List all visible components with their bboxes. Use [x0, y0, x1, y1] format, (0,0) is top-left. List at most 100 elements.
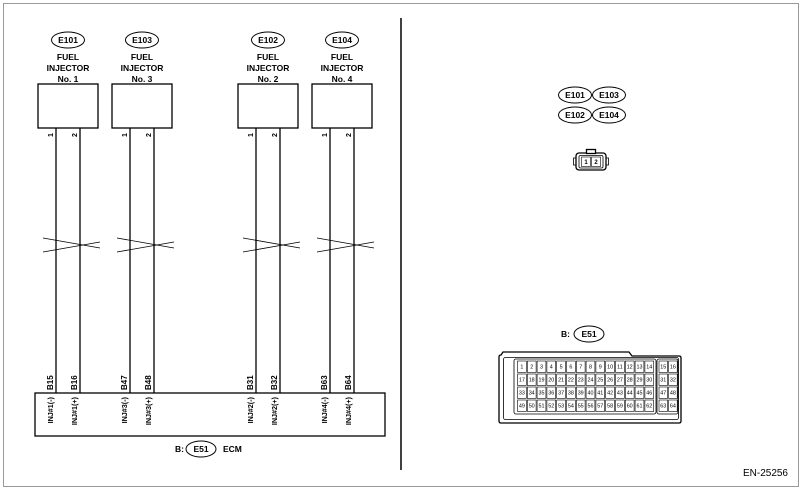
wire-break-symbol: [316, 237, 375, 253]
pin-cavity: [517, 360, 527, 373]
fuel-injector-body: [237, 83, 299, 129]
injector-name-label: INJECTOR: [321, 63, 364, 73]
pin-number-label: 54: [568, 404, 574, 410]
figure-frame: [3, 3, 799, 487]
pin-number-label: 1: [322, 133, 329, 137]
ecm-signal-label: INJ#3(-): [120, 396, 129, 423]
pin-number-label: 58: [607, 404, 613, 410]
connector-id-label: E103: [132, 35, 152, 45]
ecm-connector-pin: 9: [595, 360, 606, 373]
pin-number-label: 53: [558, 404, 564, 410]
pin-number-label: 6: [569, 365, 572, 371]
pin-number-label: 28: [627, 378, 633, 384]
connector-badge-oval: [125, 31, 159, 49]
pin-number-label: 62: [646, 404, 652, 410]
pin-cavity: [668, 386, 678, 399]
pin-cavity: [605, 373, 615, 386]
ecm-signal-label: INJ#3(+): [144, 396, 153, 425]
pin-cavity: [575, 360, 586, 373]
ecm-connector-pin: 44: [624, 386, 635, 399]
pin-number-label: 14: [646, 365, 652, 371]
pin-cavity: [668, 399, 678, 412]
connector-id-label: E51: [193, 444, 208, 454]
pin-cavity: [668, 360, 678, 373]
pin-number-label: 31: [660, 378, 666, 384]
pin-cavity: [591, 156, 601, 167]
ecm-connector-pin: 51: [536, 399, 547, 412]
ecm-connector-pin: 48: [668, 386, 678, 399]
pin-cavity: [605, 360, 615, 373]
ecm-connector-pin: 1: [517, 360, 527, 373]
ecm-connector-pin: 10: [605, 360, 615, 373]
pin-number-label: 22: [568, 378, 574, 384]
pin-cavity: [624, 399, 635, 412]
ecm-connector-pin: 5: [556, 360, 566, 373]
pin-number-label: 38: [568, 391, 574, 397]
ecm-connector-pin: 27: [615, 373, 625, 386]
injector-number-label: No. 3: [132, 74, 153, 84]
ecm-connector-pin: 58: [605, 399, 615, 412]
ecm-connector-pin: 56: [585, 399, 596, 412]
pin-number-label: 5: [560, 365, 563, 371]
pin-cavity: [624, 360, 635, 373]
ecm-connector-pin: 42: [605, 386, 615, 399]
pin-cavity: [517, 386, 527, 399]
ecm-connector-pin: 22: [566, 373, 576, 386]
pin-number-label: 1: [520, 365, 523, 371]
ecm-body: [34, 392, 386, 437]
connector-badge-oval: [51, 31, 85, 49]
pin-cavity: [517, 399, 527, 412]
pin-number-label: 64: [670, 404, 676, 410]
fuel-injector-body: [111, 83, 173, 129]
connector-badge-oval: [592, 106, 626, 124]
ecm-connector-pin: 62: [644, 399, 655, 412]
pin-number-label: 50: [529, 404, 535, 410]
pin-number-label: 59: [617, 404, 623, 410]
pin-number-label: 20: [548, 378, 554, 384]
pin-cavity: [605, 386, 615, 399]
connector-id-label: E101: [565, 90, 585, 100]
ecm-connector-pin: 37: [556, 386, 566, 399]
pin-number-label: 1: [584, 160, 588, 166]
ecm-connector-pin: 29: [634, 373, 645, 386]
pin-cavity: [575, 386, 586, 399]
pin-number-label: 2: [272, 133, 279, 137]
pin-number-label: 30: [646, 378, 652, 384]
ecm-connector-pin: 21: [556, 373, 566, 386]
pin-number-label: 26: [607, 378, 613, 384]
injector-name-label: INJECTOR: [47, 63, 90, 73]
ecm-connector-pin: 8: [585, 360, 596, 373]
ecm-connector-pin: 7: [575, 360, 586, 373]
terminal-label: B32: [270, 375, 279, 390]
pin-cavity: [556, 399, 566, 412]
pin-number-label: 1: [48, 133, 55, 137]
ecm-connector-pin: 32: [668, 373, 678, 386]
pin-cavity: [566, 399, 576, 412]
injector-number-label: No. 4: [332, 74, 353, 84]
ecm-connector-pin: 3: [536, 360, 547, 373]
ecm-connector-pin: 34: [526, 386, 537, 399]
pin-cavity: [536, 399, 547, 412]
ecm-connector-pin: 35: [536, 386, 547, 399]
ecm-connector-pin: 15: [658, 360, 668, 373]
connector-id-label: E102: [258, 35, 278, 45]
pin-cavity: [624, 386, 635, 399]
ecm-connector-pin: 4: [546, 360, 557, 373]
pin-number-label: 52: [548, 404, 554, 410]
pin-number-label: 57: [597, 404, 603, 410]
ecm-connector-pin: 53: [556, 399, 566, 412]
pin-number-label: 29: [637, 378, 643, 384]
connector-id-label: E101: [58, 35, 78, 45]
connector-badge-oval: [251, 31, 285, 49]
ecm-connector-pin: 47: [658, 386, 668, 399]
ecm-signal-label: INJ#2(-): [246, 396, 255, 423]
pin-number-label: 1: [248, 133, 255, 137]
ecm-connector-pin: 54: [566, 399, 576, 412]
ecm-connector-pin: 14: [644, 360, 655, 373]
pin-number-label: 13: [637, 365, 643, 371]
pin-number-label: 51: [539, 404, 545, 410]
connector-badge-oval: [185, 440, 217, 458]
pin-number-label: 2: [72, 133, 79, 137]
ecm-connector-pin: 17: [517, 373, 527, 386]
